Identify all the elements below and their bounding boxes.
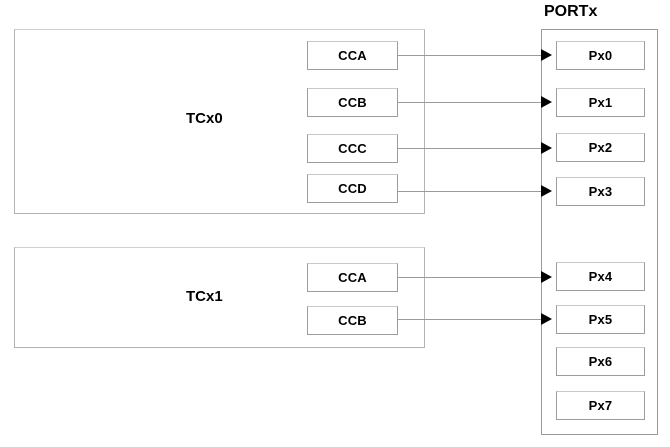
connector-line (398, 319, 541, 320)
port-pin-px6[interactable]: Px6 (556, 347, 645, 376)
arrow-head-icon (541, 96, 552, 108)
channel-tcx0-ccb[interactable]: CCB (307, 88, 398, 117)
port-pin-px1[interactable]: Px1 (556, 88, 645, 117)
port-pin-px2[interactable]: Px2 (556, 133, 645, 162)
connector-line (398, 102, 541, 103)
channel-tcx1-ccb[interactable]: CCB (307, 306, 398, 335)
connector-line (398, 277, 541, 278)
connector-line (398, 55, 541, 56)
port-pin-px4[interactable]: Px4 (556, 262, 645, 291)
arrow-head-icon (541, 185, 552, 197)
arrow-head-icon (541, 142, 552, 154)
arrow-head-icon (541, 313, 552, 325)
port-title: PORTx (544, 3, 598, 20)
connector-line (398, 148, 541, 149)
channel-tcx0-ccc[interactable]: CCC (307, 134, 398, 163)
module-label-tcx0: TCx0 (186, 110, 223, 127)
port-pin-px0[interactable]: Px0 (556, 41, 645, 70)
port-pin-px5[interactable]: Px5 (556, 305, 645, 334)
channel-tcx0-ccd[interactable]: CCD (307, 174, 398, 203)
arrow-head-icon (541, 49, 552, 61)
channel-tcx1-cca[interactable]: CCA (307, 263, 398, 292)
port-pin-px3[interactable]: Px3 (556, 177, 645, 206)
module-label-tcx1: TCx1 (186, 288, 223, 305)
channel-tcx0-cca[interactable]: CCA (307, 41, 398, 70)
port-pin-px7[interactable]: Px7 (556, 391, 645, 420)
connector-line (398, 191, 541, 192)
arrow-head-icon (541, 271, 552, 283)
